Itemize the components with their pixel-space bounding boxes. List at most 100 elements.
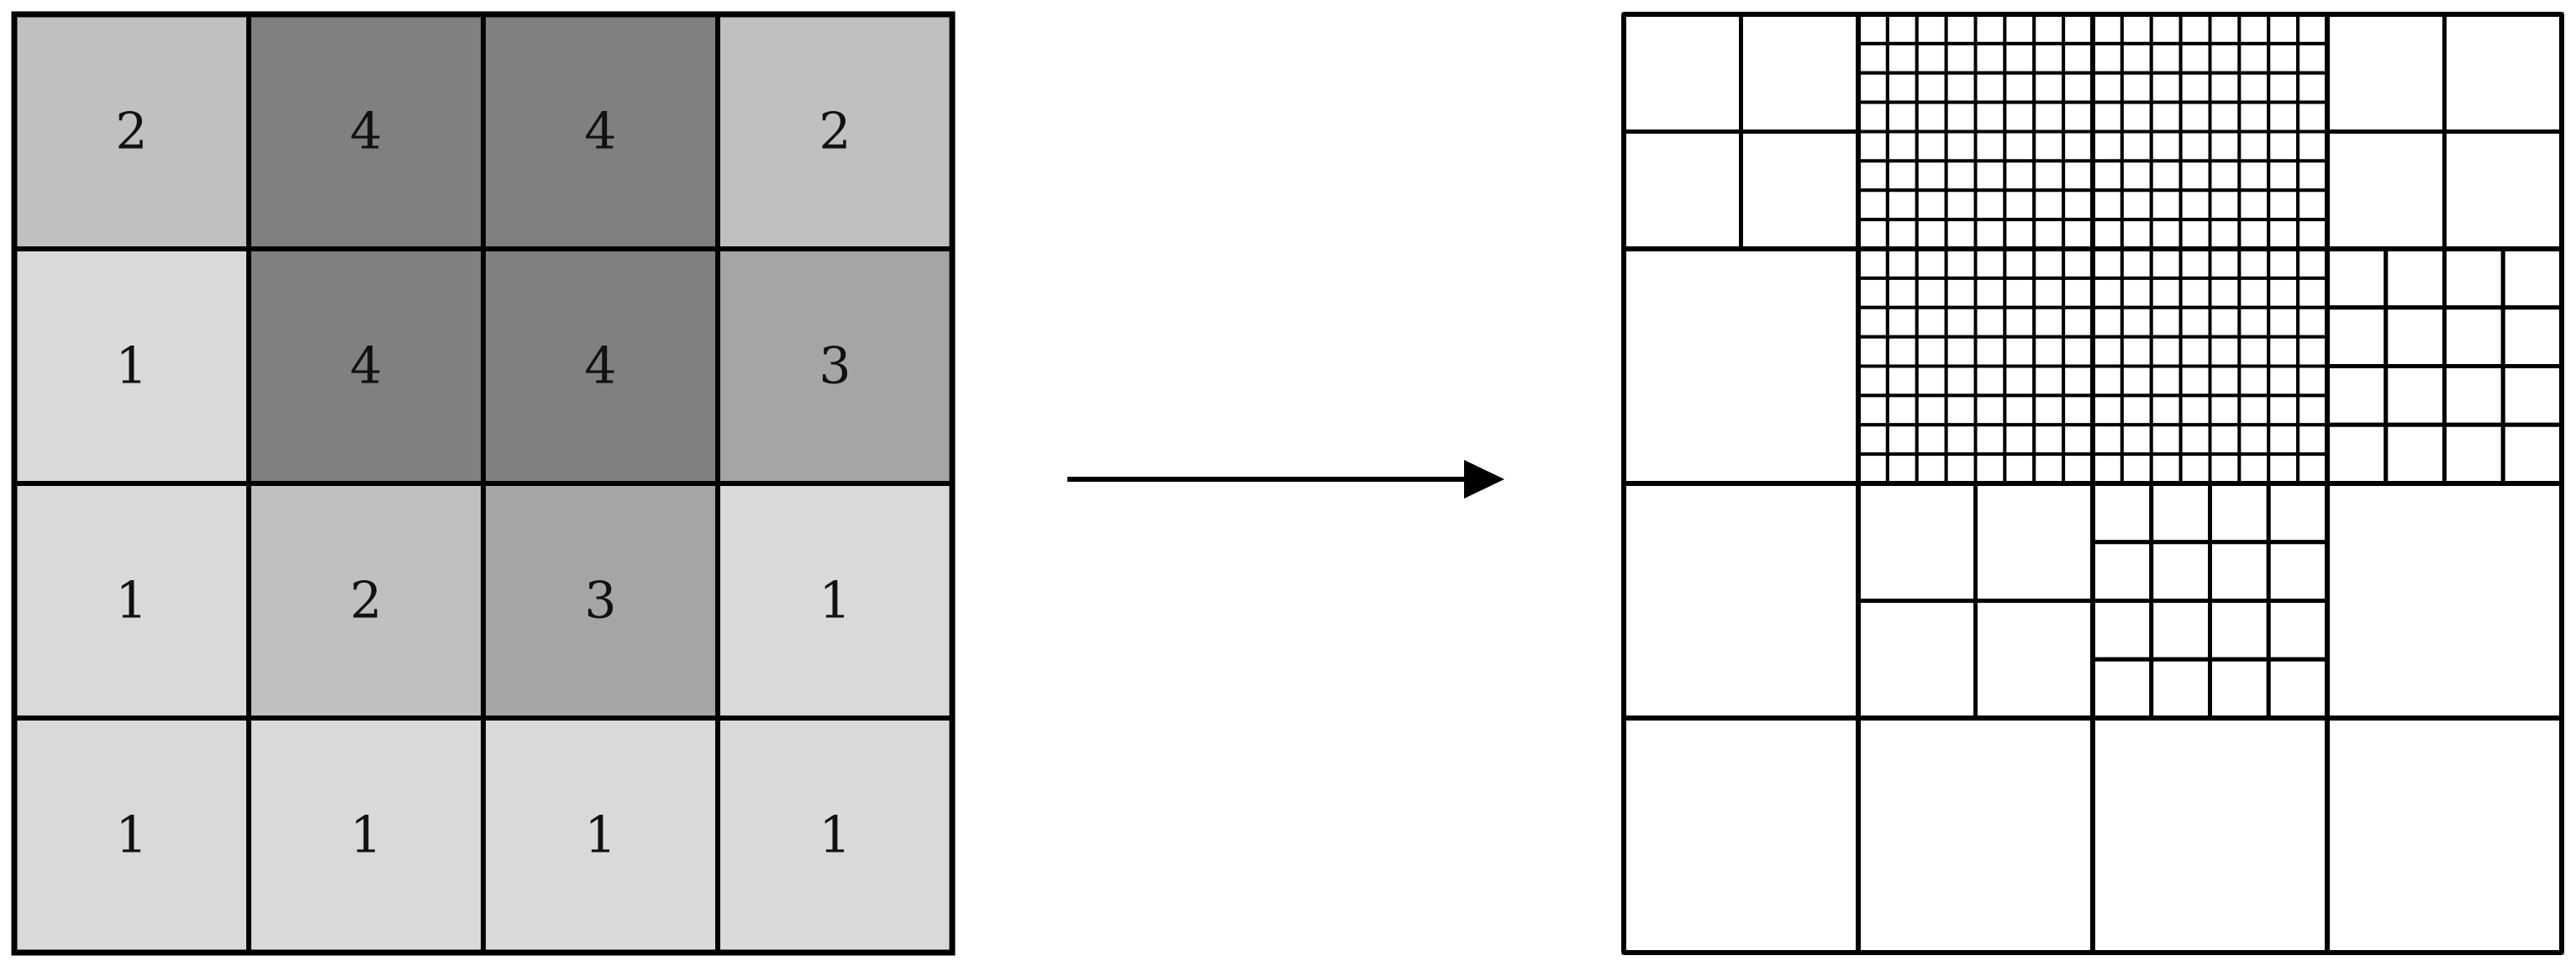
mesh-cell: [2091, 276, 2124, 309]
mesh-cell: [2296, 335, 2329, 368]
mesh-cell: [2208, 599, 2271, 662]
mesh-cell: [1915, 335, 1948, 368]
mesh-cell: [2296, 41, 2329, 75]
mesh-cell: [2208, 100, 2241, 134]
level-cell: 2: [715, 12, 955, 251]
mesh-cell: [2062, 71, 2094, 104]
mesh-cell: [2296, 247, 2329, 280]
mesh-cell: [2149, 100, 2183, 134]
mesh-block: [2325, 246, 2564, 486]
mesh-cell: [2120, 364, 2153, 398]
mesh-cell: [2062, 41, 2094, 75]
mesh-cell: [1856, 481, 1978, 603]
mesh-cell: [2003, 305, 2036, 339]
mesh-cell: [2237, 218, 2271, 251]
mesh-cell: [2091, 188, 2124, 222]
level-cell: 1: [12, 481, 251, 721]
mesh-cell: [2149, 129, 2183, 163]
mesh-cell: [1915, 247, 1948, 280]
level-cell: 1: [715, 715, 955, 955]
mesh-cell: [2032, 276, 2066, 309]
mesh-cell: [2267, 159, 2300, 193]
mesh-cell: [2091, 71, 2124, 104]
mesh-cell: [2120, 452, 2153, 485]
mesh-cell: [2003, 335, 2036, 368]
left-grid-border: [11, 11, 956, 956]
arrow-head: [1464, 460, 1504, 499]
mesh-cell: [2003, 247, 2036, 280]
mesh-cell: [2091, 305, 2124, 339]
mesh-cell: [2442, 364, 2505, 427]
mesh-cell: [2149, 335, 2183, 368]
mesh-cell: [2237, 393, 2271, 427]
mesh-cell: [1944, 71, 1978, 104]
mesh-cell: [2237, 364, 2271, 398]
mesh-cell: [2032, 100, 2066, 134]
level-label: 1: [819, 806, 851, 865]
mesh-cell: [1973, 276, 2007, 309]
mesh-cell: [2091, 452, 2124, 485]
mesh-cell: [2208, 218, 2241, 251]
mesh-cell: [1915, 452, 1948, 485]
mesh-cell: [1915, 100, 1948, 134]
mesh-block: [1856, 481, 2095, 721]
mesh-cell: [1857, 159, 1889, 193]
mesh-cell: [1944, 41, 1978, 75]
mesh-cell: [1944, 129, 1978, 163]
mesh-cell: [2178, 41, 2212, 75]
mesh-block: [1857, 13, 2094, 251]
mesh-cell: [2442, 305, 2505, 368]
level-label: 1: [115, 337, 147, 396]
mesh-cell: [2208, 71, 2241, 104]
level-cell: 4: [246, 12, 486, 251]
mesh-cell: [1944, 188, 1978, 222]
mesh-cell: [1973, 41, 2007, 75]
mesh-cell: [1915, 305, 1948, 339]
mesh-cell: [1857, 452, 1889, 485]
mesh-cell: [2091, 41, 2124, 75]
mesh-cell: [2296, 452, 2329, 485]
mesh-cell: [1973, 452, 2007, 485]
mesh-cell: [1621, 715, 1861, 955]
mesh-cell: [2266, 540, 2330, 603]
mesh-cell: [1885, 423, 1919, 457]
mesh-cell: [2120, 159, 2153, 193]
mesh-cell: [2149, 13, 2183, 45]
mesh-cell: [1973, 13, 2007, 45]
mesh-cell: [2384, 305, 2447, 368]
level-label: 2: [819, 103, 851, 161]
mesh-cell: [1973, 305, 2007, 339]
mesh-cell: [2296, 218, 2329, 251]
mesh-cell: [2267, 247, 2300, 280]
mesh-cell: [1973, 481, 2095, 603]
mesh-cell: [1973, 129, 2007, 163]
level-label: 4: [350, 337, 382, 396]
level-cell: 1: [12, 715, 251, 955]
mesh-cell: [1973, 423, 2007, 457]
mesh-cell: [2208, 247, 2241, 280]
mesh-block: [2091, 13, 2329, 251]
mesh-cell: [2149, 423, 2183, 457]
mesh-cell: [2032, 159, 2066, 193]
mesh-cell: [1856, 599, 1978, 721]
mesh-cell: [2062, 276, 2094, 309]
mesh-cell: [2178, 100, 2212, 134]
level-cell: 1: [12, 246, 251, 486]
level-cell-fill: [246, 12, 486, 251]
mesh-cell: [2208, 481, 2271, 545]
mesh-cell: [1915, 364, 1948, 398]
mesh-cell: [2149, 305, 2183, 339]
mesh-block: [2325, 481, 2564, 721]
mesh-cell: [1973, 364, 2007, 398]
mesh-cell: [2003, 423, 2036, 457]
mesh-cell: [2003, 159, 2036, 193]
mesh-cell: [1915, 129, 1948, 163]
mesh-cell: [1915, 393, 1948, 427]
mesh-cell: [2208, 188, 2241, 222]
mesh-cell: [2296, 393, 2329, 427]
mesh-cell: [2267, 188, 2300, 222]
mesh-cell: [2325, 305, 2389, 368]
mesh-cell: [1857, 423, 1889, 457]
mesh-cell: [2208, 540, 2271, 603]
